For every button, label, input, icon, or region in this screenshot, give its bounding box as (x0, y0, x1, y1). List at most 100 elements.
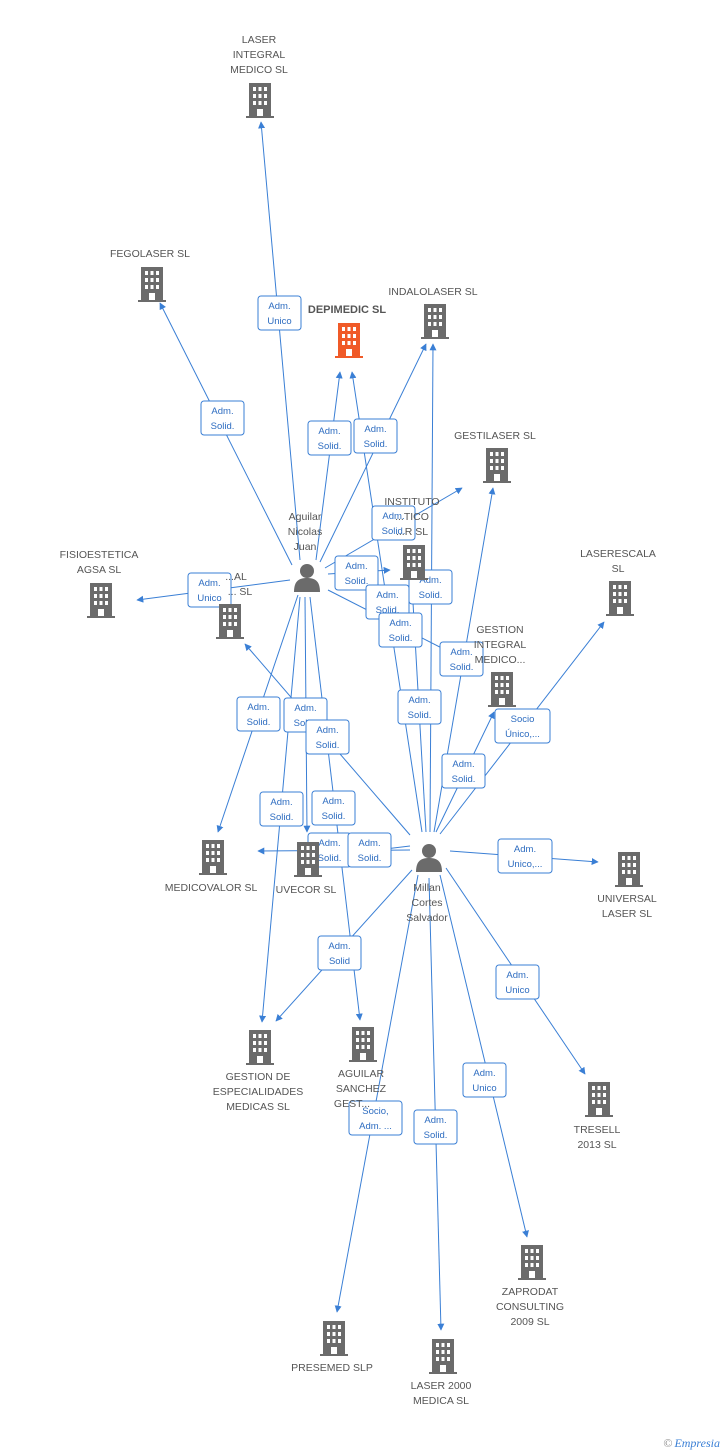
svg-text:Salvador: Salvador (406, 912, 448, 924)
svg-text:INDALOLASER SL: INDALOLASER SL (388, 286, 477, 298)
relation-label[interactable]: Adm.Solid. (200, 400, 245, 436)
svg-text:Adm.: Adm. (473, 1068, 495, 1079)
svg-text:Solid.: Solid. (270, 812, 294, 823)
company-node-universal-laser[interactable]: UNIVERSAL LASER SL (597, 852, 657, 920)
svg-text:Adm.: Adm. (506, 970, 528, 981)
person-node-aguilar[interactable]: Aguilar Nicolas Juan (288, 511, 322, 592)
svg-text:UVECOR SL: UVECOR SL (276, 884, 337, 896)
svg-text:PRESEMED SLP: PRESEMED SLP (291, 1362, 373, 1374)
svg-text:Unico: Unico (197, 593, 221, 604)
company-node-indalolaser[interactable]: INDALOLASER SL (388, 286, 478, 339)
svg-text:Adm.: Adm. (514, 844, 536, 855)
building-icon (585, 1082, 613, 1117)
relation-label[interactable]: Adm.Unico (462, 1062, 507, 1098)
relation-label[interactable]: Adm.Solid. (311, 790, 356, 826)
relation-label[interactable]: Adm.Solid. (378, 612, 423, 648)
building-icon (349, 1027, 377, 1062)
building-icon (518, 1245, 546, 1280)
relation-label[interactable]: Adm.Solid (317, 935, 362, 971)
svg-text:LASERESCALA: LASERESCALA (580, 548, 656, 560)
building-icon (483, 448, 511, 483)
relation-label[interactable]: Adm.Solid. (259, 791, 304, 827)
relation-label[interactable]: Adm.Solid. (305, 719, 350, 755)
company-node-presemed[interactable]: PRESEMED SLP (291, 1321, 373, 1374)
company-node-depimedic[interactable]: DEPIMEDIC SL (308, 304, 387, 358)
svg-text:...AL: ...AL (225, 571, 247, 583)
company-node-uvecor[interactable]: UVECOR SL (276, 842, 337, 896)
svg-text:LASER SL: LASER SL (602, 908, 652, 920)
company-node-instituto[interactable]: INSTITUTO ...TICO ...R SL (384, 496, 440, 580)
svg-text:... SL: ... SL (228, 586, 253, 598)
relation-label[interactable]: Adm.Solid. (397, 689, 442, 725)
relation-label[interactable]: Adm.Solid. (347, 832, 392, 868)
svg-text:Adm.: Adm. (345, 561, 367, 572)
person-node-millan[interactable]: Millan Cortes Salvador (406, 844, 448, 924)
building-icon (421, 304, 449, 339)
svg-text:Adm.: Adm. (452, 759, 474, 770)
edge-labels: Adm.Unico Adm.Solid. Adm.Solid. Adm.Soli… (187, 295, 553, 1145)
relation-label[interactable]: Adm.Solid. (413, 1109, 458, 1145)
svg-text:Único,...: Único,... (505, 729, 540, 740)
svg-text:MEDICOVALOR SL: MEDICOVALOR SL (165, 882, 258, 894)
svg-text:AGUILAR: AGUILAR (338, 1068, 385, 1080)
svg-text:Adm.: Adm. (450, 647, 472, 658)
company-node-tresell[interactable]: TRESELL 2013 SL (574, 1082, 621, 1151)
svg-text:Solid.: Solid. (345, 576, 369, 587)
relation-label[interactable]: Adm.Unico (187, 572, 232, 608)
svg-text:DEPIMEDIC SL: DEPIMEDIC SL (308, 304, 387, 316)
svg-text:Solid.: Solid. (376, 605, 400, 616)
company-node-fegolaser[interactable]: FEGOLASER SL (110, 248, 190, 302)
relation-label[interactable]: Adm. Unico,... (497, 838, 553, 874)
company-node-gestilaser[interactable]: GESTILASER SL (454, 430, 536, 483)
company-node-gestion-especialidades[interactable]: GESTION DE ESPECIALIDADES MEDICAS SL (213, 1030, 303, 1113)
svg-text:FISIOESTETICA: FISIOESTETICA (60, 549, 139, 561)
svg-text:MEDICA SL: MEDICA SL (413, 1395, 469, 1407)
person-icon (294, 564, 320, 592)
svg-text:ZAPRODAT: ZAPRODAT (502, 1286, 559, 1298)
company-node-laser-integral[interactable]: LASER INTEGRAL MEDICO SL (230, 34, 288, 118)
svg-text:LASER: LASER (242, 34, 277, 46)
svg-text:ESPECIALIDADES: ESPECIALIDADES (213, 1086, 303, 1098)
svg-text:GEST...: GEST... (334, 1098, 370, 1110)
relation-label[interactable]: Adm. Solid. (236, 696, 281, 732)
company-node-medicovalor[interactable]: MEDICOVALOR SL (165, 840, 258, 894)
company-node-dental[interactable]: ...AL ... SL (216, 571, 252, 639)
svg-text:Unico,...: Unico,... (508, 859, 543, 870)
relation-label[interactable]: Adm.Solid. (353, 418, 398, 454)
relation-label[interactable]: Adm.Solid. (371, 505, 416, 541)
company-node-laserescala[interactable]: LASERESCALA SL (580, 548, 656, 616)
svg-text:Nicolas: Nicolas (288, 526, 322, 538)
svg-text:GESTION DE: GESTION DE (226, 1071, 291, 1083)
relation-label[interactable]: Socio,Adm. ... (348, 1100, 403, 1136)
building-icon (429, 1339, 457, 1374)
svg-text:2009 SL: 2009 SL (510, 1316, 549, 1328)
svg-text:TRESELL: TRESELL (574, 1124, 621, 1136)
svg-text:SANCHEZ: SANCHEZ (336, 1083, 387, 1095)
company-node-aguilar-sanchez[interactable]: AGUILAR SANCHEZ GEST... (334, 1027, 387, 1110)
edge-millan-laser2000 (428, 877, 445, 1331)
company-node-fisioestetica[interactable]: FISIOESTETICA AGSA SL (60, 549, 139, 618)
svg-text:Juan: Juan (294, 541, 317, 553)
building-icon (138, 267, 166, 302)
edge-aguilar-laser-integral (258, 121, 301, 561)
svg-text:Adm.: Adm. (247, 702, 269, 713)
relation-label[interactable]: Adm.Unico (495, 964, 540, 1000)
svg-text:Solid.: Solid. (247, 717, 271, 728)
svg-text:MEDICO SL: MEDICO SL (230, 64, 288, 76)
relation-label[interactable]: Adm.Solid. (441, 753, 486, 789)
relation-label[interactable]: Adm.Solid. (307, 420, 352, 456)
edge-aguilar-depimedic (315, 371, 343, 561)
svg-text:Millan: Millan (413, 882, 441, 894)
company-node-gestion-integral[interactable]: GESTION INTEGRAL MEDICO... (474, 624, 527, 707)
relation-label[interactable]: Adm.Unico (257, 295, 302, 331)
relation-label[interactable]: Adm.Solid. (439, 641, 484, 677)
svg-text:Socio,: Socio, (362, 1106, 388, 1117)
svg-text:Adm.: Adm. (382, 511, 404, 522)
company-node-laser2000[interactable]: LASER 2000 MEDICA SL (411, 1339, 472, 1407)
building-icon (199, 840, 227, 875)
svg-text:Adm.: Adm. (424, 1115, 446, 1126)
relation-label[interactable]: SocioÚnico,... (494, 708, 551, 744)
relation-label[interactable]: Adm.Solid. (365, 584, 410, 620)
company-node-zaprodat[interactable]: ZAPRODAT CONSULTING 2009 SL (496, 1245, 564, 1328)
relation-label[interactable]: Adm. Solid. (334, 555, 379, 591)
